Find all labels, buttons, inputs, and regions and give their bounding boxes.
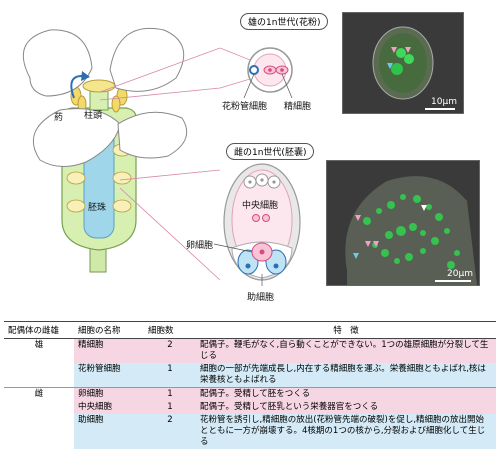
sex-male: 雄 [4, 338, 74, 388]
anther-label: 葯 [54, 113, 64, 123]
cell-feature: 配偶子。受精して胚をつくる [196, 387, 496, 401]
scale-bar-bottom [435, 280, 471, 282]
stigma-label: 柱頭 [84, 111, 103, 121]
cell-name: 花粉管細胞 [74, 363, 144, 388]
sperm-cell-label: 精細胞 [284, 102, 312, 112]
scale-label-top: 10μm [431, 97, 457, 107]
cell-feature: 配偶子。受精して胚乳という栄養器官をつくる [196, 401, 496, 414]
cell-name: 卵細胞 [74, 387, 144, 401]
table-row: 助細胞 2 花粉管を誘引し,精細胞の放出(花粉管先端の破裂)を促し,精細胞の放出… [4, 414, 496, 449]
cell-name: 精細胞 [74, 338, 144, 363]
header-cell-count: 細胞数 [144, 321, 196, 339]
pollen-tube-cell-label: 花粉管細胞 [222, 102, 268, 112]
cell-feature: 細胞の一部が先端成長し,内在する精細胞を運ぶ。栄養細胞ともよばれ,核は栄養核とも… [196, 363, 496, 388]
cell-count: 2 [144, 338, 196, 363]
table-row: 花粉管細胞 1 細胞の一部が先端成長し,内在する精細胞を運ぶ。栄養細胞ともよばれ… [4, 363, 496, 388]
egg-cell-label: 卵細胞 [186, 241, 214, 251]
cell-feature: 配偶子。鞭毛がなく,自ら動くことができない。1つの雄原細胞が分裂して生じる [196, 338, 496, 363]
ovule-label: 胚珠 [88, 203, 107, 213]
gametophyte-cells-table: 配偶体の雌雄 細胞の名称 細胞数 特 徴 雄 精細胞 2 配偶子。鞭毛がなく,自… [4, 321, 496, 449]
cell-count: 1 [144, 401, 196, 414]
central-cell-label: 中央細胞 [242, 201, 279, 211]
cell-count: 2 [144, 414, 196, 449]
table-row: 雌 卵細胞 1 配偶子。受精して胚をつくる [4, 387, 496, 449]
scale-bar-top [425, 108, 455, 110]
male-gametophyte-title: 雄の1n世代(花粉) [240, 13, 329, 30]
cell-count: 1 [144, 363, 196, 388]
table-row: 雄 精細胞 2 配偶子。鞭毛がなく,自ら動くことができない。1つの雄原細胞が分裂… [4, 338, 496, 388]
cell-feature: 花粉管を誘引し,精細胞の放出(花粉管先端の破裂)を促し,精細胞の放出開始とともに… [196, 414, 496, 449]
scale-label-bottom: 20μm [447, 269, 473, 279]
pollen-micrograph: 10μm [342, 12, 464, 114]
female-gametophyte-title: 雌の1n世代(胚嚢) [226, 143, 315, 160]
cell-name: 助細胞 [74, 414, 144, 449]
header-feature: 特 徴 [196, 321, 496, 339]
header-cell-name: 細胞の名称 [74, 321, 144, 339]
flower-illustration [22, 27, 220, 281]
cell-name: 中央細胞 [74, 401, 144, 414]
cell-count: 1 [144, 387, 196, 401]
sex-female: 雌 [4, 387, 74, 449]
header-sex: 配偶体の雌雄 [4, 321, 74, 339]
synergid-label: 助細胞 [247, 293, 275, 303]
embryo-sac-micrograph: 20μm [326, 160, 480, 286]
embryo-sac-diagram [213, 163, 301, 286]
table-header-row: 配偶体の雌雄 細胞の名称 細胞数 特 徴 [4, 321, 496, 339]
table-row: 中央細胞 1 配偶子。受精して胚乳という栄養器官をつくる [4, 401, 496, 414]
pollen-diagram [220, 47, 293, 99]
